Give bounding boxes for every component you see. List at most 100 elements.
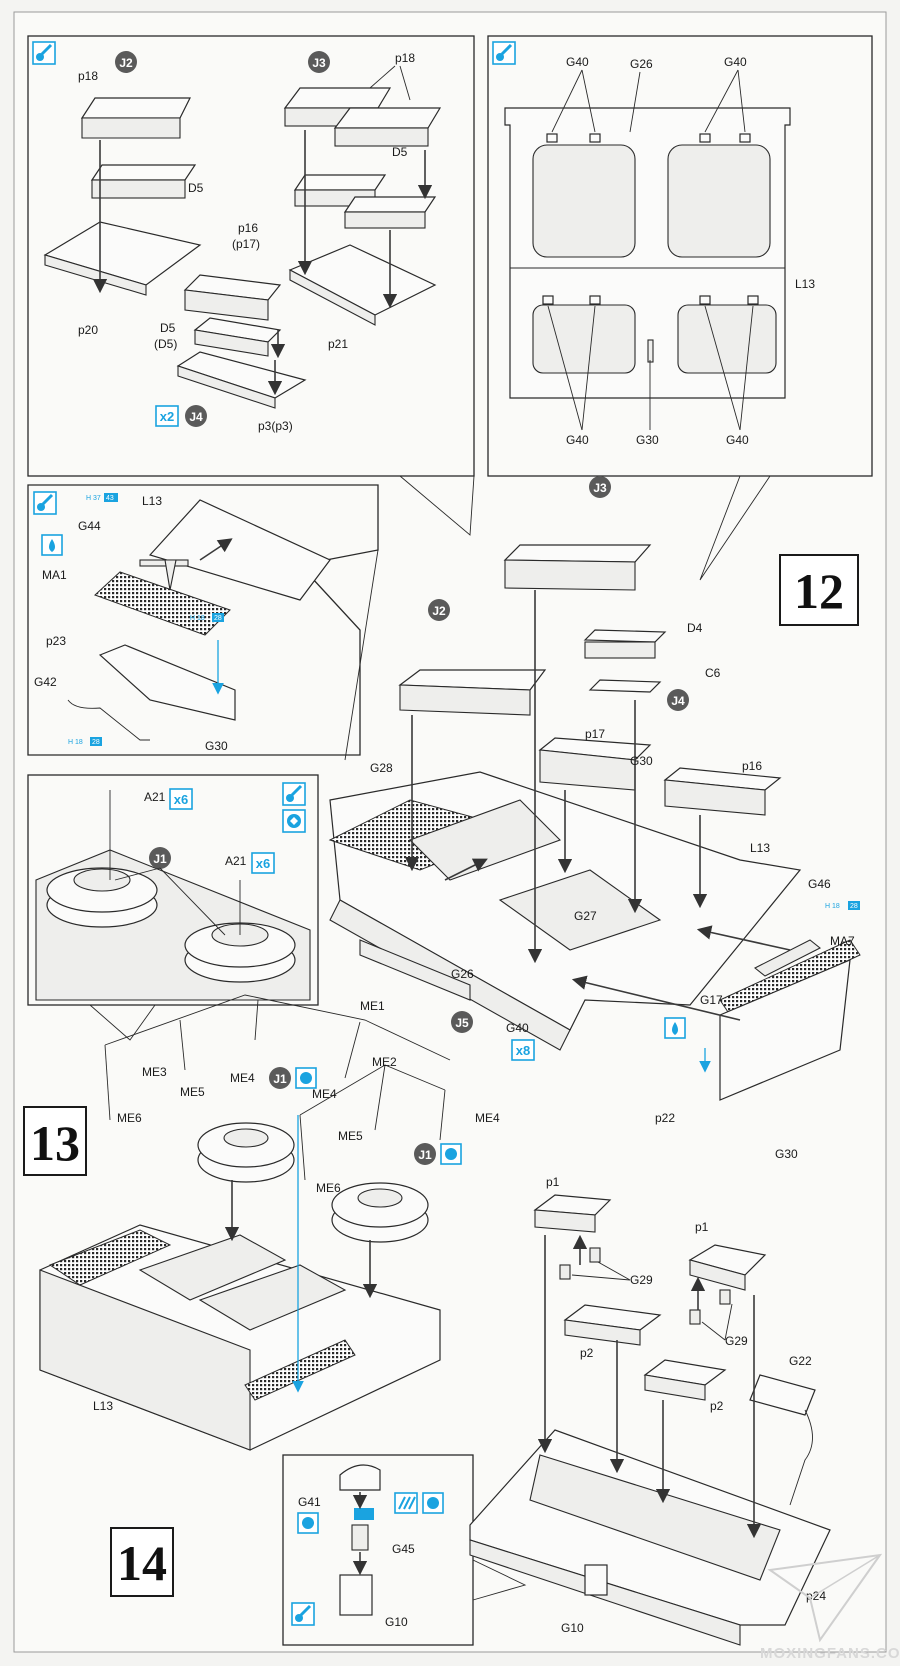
- label-p17: p17: [585, 727, 605, 741]
- j4-marker: J4: [185, 405, 207, 427]
- label-g30: G30: [205, 739, 228, 753]
- paint-ref: 28: [92, 739, 100, 746]
- label-g26: G26: [630, 57, 653, 71]
- paint-ref: H 18: [190, 615, 205, 622]
- svg-text:x2: x2: [160, 409, 174, 424]
- part-d4: [584, 641, 656, 659]
- label-g46: G46: [808, 877, 831, 891]
- rotate-view-icon: [297, 1512, 319, 1534]
- step-13-assembly: 13 J1: [23, 994, 500, 1451]
- label-g22: G22: [789, 1354, 812, 1368]
- part-g29: [589, 1247, 601, 1263]
- panel-deck-plate: G40 G26 G40 L13 G40 G30 G40: [487, 35, 873, 477]
- hatch-opening-3: [532, 304, 636, 374]
- label-g30: G30: [636, 433, 659, 447]
- part-g29: [559, 1264, 571, 1280]
- part-g10: [339, 1574, 373, 1616]
- svg-text:J4: J4: [671, 694, 685, 708]
- paint-hatch-icon: [394, 1492, 418, 1514]
- svg-text:x8: x8: [516, 1043, 530, 1058]
- main-hull-assembly: J3 J2 J4 J5 x8 H 18 28 D4 C6 p17 G30 p16…: [328, 476, 861, 1161]
- part-p23: [98, 644, 236, 721]
- label-g30: G30: [775, 1147, 798, 1161]
- part-g17: [753, 939, 822, 977]
- callout-line: [344, 549, 379, 761]
- label-me5: ME5: [338, 1129, 363, 1143]
- rotate-view-icon: [295, 1067, 317, 1089]
- label-g45: G45: [392, 1542, 415, 1556]
- spare-wheel-1: [46, 867, 158, 928]
- label-d5-j4: D5: [160, 321, 176, 335]
- label-me3: ME3: [142, 1065, 167, 1079]
- j3-marker: J3: [308, 51, 330, 73]
- paint-ref: H 37: [86, 495, 101, 502]
- label-l13: L13: [142, 494, 162, 508]
- label-p22: p22: [655, 1111, 675, 1125]
- glue-icon: [32, 41, 56, 65]
- label-g41: G41: [298, 1495, 321, 1509]
- label-me6: ME6: [117, 1111, 142, 1125]
- j2-marker: J2: [115, 51, 137, 73]
- panel-spare-wheels: J1 A21 x6 A21 x6: [27, 774, 319, 1006]
- svg-text:J3: J3: [312, 56, 326, 70]
- part-g45: [354, 1508, 374, 1520]
- label-g29: G29: [630, 1273, 653, 1287]
- label-p3: p3(p3): [258, 419, 293, 433]
- label-g28: G28: [370, 761, 393, 775]
- label-g27: G27: [574, 909, 597, 923]
- part-p22: [719, 959, 851, 1101]
- label-g40: G40: [566, 55, 589, 69]
- label-g42: G42: [34, 675, 57, 689]
- label-p1: p1: [546, 1175, 560, 1189]
- label-p20: p20: [78, 323, 98, 337]
- part-g41: [339, 1464, 381, 1491]
- part-c6: [588, 679, 662, 693]
- svg-text:J2: J2: [432, 604, 446, 618]
- step-13-box: 13: [23, 1106, 87, 1176]
- label-d5: D5: [188, 181, 204, 195]
- label-d4: D4: [687, 621, 703, 635]
- label-c6: C6: [705, 666, 721, 680]
- wheel-j1-a: [197, 1122, 295, 1183]
- hatch-opening-2: [667, 144, 771, 258]
- x8-multiplier: x8: [511, 1039, 535, 1061]
- label-g40: G40: [726, 433, 749, 447]
- label-p16: p16: [238, 221, 258, 235]
- label-g17: G17: [700, 993, 723, 1007]
- step-14-box: 14: [110, 1527, 174, 1597]
- label-p23: p23: [46, 634, 66, 648]
- label-me1: ME1: [360, 999, 385, 1013]
- svg-text:14: 14: [117, 1535, 167, 1591]
- label-g10: G10: [385, 1615, 408, 1629]
- label-me2: ME2: [372, 1055, 397, 1069]
- svg-text:x6: x6: [256, 856, 270, 871]
- label-g29: G29: [725, 1334, 748, 1348]
- j1-marker: J1: [269, 1067, 291, 1089]
- svg-text:J3: J3: [593, 481, 607, 495]
- svg-text:J1: J1: [418, 1148, 432, 1162]
- label-p24: p24: [806, 1589, 826, 1603]
- part-g44: [139, 559, 189, 567]
- svg-text:J1: J1: [153, 852, 167, 866]
- grille-front: [48, 1229, 172, 1286]
- x2-multiplier: x2: [155, 405, 179, 427]
- j4-marker: J4: [667, 689, 689, 711]
- label-ma7: MA7: [830, 934, 855, 948]
- tow-cable-j5: [359, 939, 471, 1001]
- label-g40: G40: [566, 433, 589, 447]
- rotate-view-icon: [440, 1143, 462, 1165]
- label-l13: L13: [750, 841, 770, 855]
- j3-marker: J3: [589, 476, 611, 498]
- j1-marker: J1: [149, 847, 171, 869]
- part-g29: [689, 1309, 701, 1325]
- label-me6: ME6: [316, 1181, 341, 1195]
- label-a21: A21: [144, 790, 166, 804]
- paint-ref: 28: [850, 903, 858, 910]
- wheel-j1-b: [331, 1182, 429, 1243]
- label-g30: G30: [630, 754, 653, 768]
- label-me4: ME4: [475, 1111, 500, 1125]
- svg-text:13: 13: [30, 1115, 80, 1171]
- label-p17: (p17): [232, 237, 260, 251]
